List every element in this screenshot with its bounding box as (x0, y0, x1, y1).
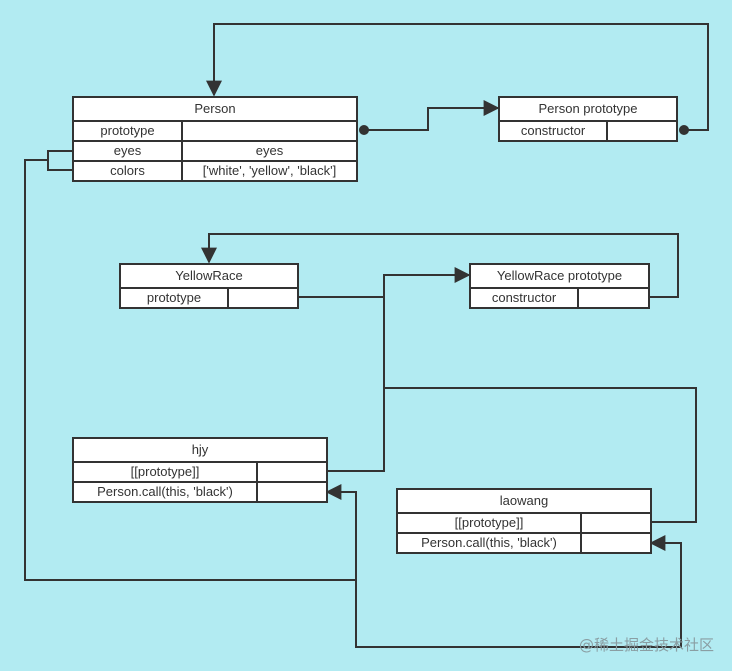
yellowrace-prototype-box: YellowRace prototype constructor (469, 263, 650, 309)
person-row-colors: colors ['white', 'yellow', 'black'] (74, 162, 356, 180)
laowang-box: laowang [[prototype]] Person.call(this, … (396, 488, 652, 554)
arrow-hjy-proto (327, 297, 385, 472)
person-title: Person (74, 98, 356, 122)
arrow-person-to-hjy (24, 159, 357, 581)
hjy-row-call: Person.call(this, 'black') (74, 483, 326, 501)
person-colors-value: ['white', 'yellow', 'black'] (202, 163, 337, 178)
yellowrace-prototype-value (229, 289, 297, 307)
person-eyes-label: eyes (74, 142, 183, 160)
yellowrace-prototype-title: YellowRace prototype (471, 265, 648, 289)
laowang-proto-value (582, 514, 650, 532)
person-row-eyes: eyes eyes (74, 142, 356, 162)
person-prototype-box: Person prototype constructor (498, 96, 678, 142)
hjy-title: hjy (74, 439, 326, 463)
arrow-constructor-to-person (206, 23, 709, 131)
arrow-yr-constructor-to-yellowrace (201, 233, 679, 298)
laowang-call-value (582, 534, 650, 552)
laowang-call-label: Person.call(this, 'black') (398, 534, 582, 552)
yellowrace-row-prototype: prototype (121, 289, 297, 307)
person-box: Person prototype eyes eyes colors ['whit… (72, 96, 358, 182)
hjy-box: hjy [[prototype]] Person.call(this, 'bla… (72, 437, 328, 503)
hjy-call-value (258, 483, 326, 501)
laowang-proto-label: [[prototype]] (398, 514, 582, 532)
laowang-row-proto: [[prototype]] (398, 514, 650, 534)
hjy-call-label: Person.call(this, 'black') (74, 483, 258, 501)
arrow-person-to-prototype (364, 100, 500, 131)
laowang-title: laowang (398, 490, 650, 514)
yellowrace-prototype-row-constructor: constructor (471, 289, 648, 307)
yellowrace-box: YellowRace prototype (119, 263, 299, 309)
person-eyes-value: eyes (255, 143, 284, 158)
person-prototype-title: Person prototype (500, 98, 676, 122)
person-colors-label: colors (74, 162, 183, 180)
yellowrace-prototype-constructor-value (579, 289, 648, 307)
yellowrace-title: YellowRace (121, 265, 297, 289)
hjy-proto-value (258, 463, 326, 481)
dot-person-prototype (359, 125, 369, 135)
person-prototype-row-constructor: constructor (500, 122, 676, 140)
hjy-proto-label: [[prototype]] (74, 463, 258, 481)
arrow-laowang-proto (384, 387, 697, 523)
person-prototype-constructor-label: constructor (500, 122, 608, 140)
dot-person-constructor (679, 125, 689, 135)
person-prototype-constructor-value (608, 122, 676, 140)
person-prototype-value (183, 122, 356, 140)
yellowrace-prototype-constructor-label: constructor (471, 289, 579, 307)
person-prototype-label: prototype (74, 122, 183, 140)
laowang-row-call: Person.call(this, 'black') (398, 534, 650, 552)
bracket-person-eyes-colors (47, 150, 72, 171)
yellowrace-prototype-label: prototype (121, 289, 229, 307)
watermark-text: @稀土掘金技术社区 (578, 636, 714, 654)
hjy-row-proto: [[prototype]] (74, 463, 326, 483)
arrow-yellowrace-to-prototype (298, 267, 471, 298)
arrow-person-to-laowang (355, 535, 682, 648)
person-row-prototype: prototype (74, 122, 356, 142)
